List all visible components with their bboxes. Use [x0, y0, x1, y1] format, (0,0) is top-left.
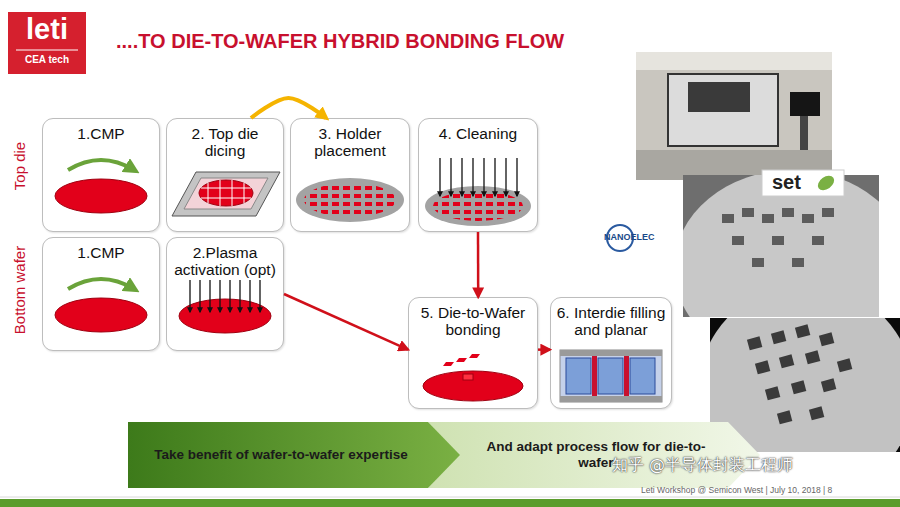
flow-arrow — [477, 232, 480, 297]
photo-die — [822, 208, 834, 217]
flow-arrow — [284, 294, 408, 350]
wafer-photo-content — [683, 175, 879, 317]
monitor-stand — [800, 116, 808, 150]
monitor — [790, 92, 820, 116]
xray-image — [710, 318, 900, 452]
xray-die — [821, 378, 836, 392]
xray-die — [765, 386, 780, 400]
xray-die — [747, 336, 762, 350]
process-box: 2. Top die dicing — [166, 118, 284, 232]
logo-box — [8, 12, 86, 74]
photo-die — [812, 236, 824, 245]
xray-content — [710, 318, 900, 452]
photo-die — [792, 258, 804, 267]
xray-die — [791, 380, 806, 394]
photo-die — [722, 214, 734, 223]
photo-die — [762, 214, 774, 223]
node-text: 1.CMP — [47, 244, 155, 261]
process-box: 1.CMP — [42, 118, 160, 232]
photo-floor — [636, 150, 832, 180]
process-box: 4. Cleaning — [418, 118, 538, 232]
photo-die — [802, 214, 814, 223]
xray-die — [779, 354, 794, 368]
bonder-machine — [668, 74, 778, 146]
chevron-fill — [128, 422, 460, 488]
footer-text: Leti Workshop @ Semicon West | July 10, … — [641, 486, 832, 495]
photo-die — [772, 236, 784, 245]
flow-arrow — [538, 348, 550, 351]
equipment-photo — [636, 52, 832, 180]
logo-rule — [16, 50, 78, 51]
xray-die — [795, 324, 810, 338]
xray-die — [809, 406, 824, 420]
node-text: 6. Interdie filling and planar — [555, 304, 667, 339]
node-text: 3. Holder placement — [295, 125, 405, 160]
photo-die — [732, 236, 744, 245]
process-box: 3. Holder placement — [290, 118, 410, 232]
photo-die — [752, 258, 764, 267]
xray-die — [837, 358, 852, 372]
node-text: 2.Plasma activation (opt) — [171, 244, 279, 279]
node-text: 4. Cleaning — [423, 125, 533, 142]
xray-die — [755, 360, 770, 374]
photo-wafer — [683, 175, 879, 317]
node-text: 5. Die-to-Wafer bonding — [413, 304, 533, 339]
node-text: 2. Top die dicing — [171, 125, 279, 160]
logo-subtext: CEA tech — [10, 54, 84, 65]
process-box: 2.Plasma activation (opt) — [166, 237, 284, 351]
machine-window — [688, 82, 750, 112]
photo-die — [742, 208, 754, 217]
watermark: 知乎 @半导体封装工程师 — [612, 456, 793, 474]
process-box: 1.CMP — [42, 237, 160, 351]
flow-arrow — [251, 98, 326, 118]
chevron-banner: Take benefit of wafer-to-wafer expertise — [128, 422, 460, 488]
process-box: 5. Die-to-Wafer bonding — [408, 297, 538, 409]
row-label: Bottom wafer — [12, 246, 29, 334]
xray-wafer — [710, 318, 900, 452]
photo-ceiling — [636, 52, 832, 70]
node-text: Take benefit of wafer-to-wafer expertise — [154, 447, 407, 463]
footer-rule — [0, 497, 900, 498]
process-box: 6. Interdie filling and planar — [550, 297, 672, 409]
leaf-symbol — [815, 173, 837, 193]
slide-title: ....TO DIE-TO-WAFER HYBRID BONDING FLOW — [116, 30, 564, 53]
partner-logo: NANOELEC — [604, 233, 655, 243]
xray-die — [805, 350, 820, 364]
xray-die — [771, 330, 786, 344]
xray-die — [819, 332, 834, 346]
partner-logo: set — [772, 171, 801, 193]
set-logo-box — [762, 170, 844, 196]
row-label: Top die — [12, 142, 29, 190]
chevron-fill — [428, 422, 760, 488]
footer-bar — [0, 499, 900, 507]
photo-die — [782, 208, 794, 217]
xray-die — [777, 410, 792, 424]
logo-text: leti — [10, 14, 84, 46]
node-text: 1.CMP — [47, 125, 155, 142]
chevron-banner: And adapt process flow for die-to-wafer — [428, 422, 760, 488]
wafer-photo — [683, 175, 879, 317]
